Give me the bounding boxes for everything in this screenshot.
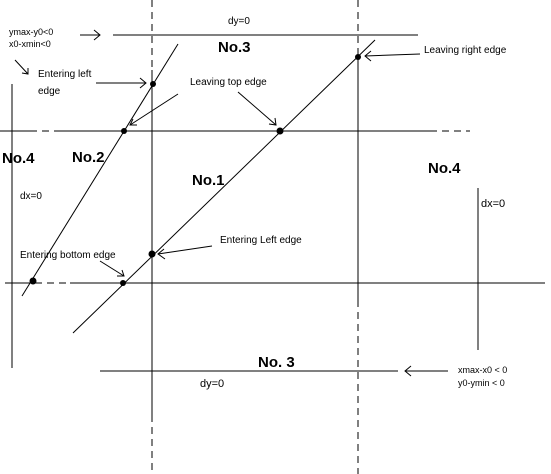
point-entering-bottom-edge	[120, 280, 126, 286]
point-leaving-right-edge	[355, 54, 361, 60]
region-label-no4-left: No.4	[2, 150, 35, 167]
point-entering-left-edge-top	[150, 81, 156, 87]
arrow-entering-bottom-edge	[99, 260, 125, 277]
condition-top-left-2: x0-xmin<0	[9, 39, 51, 49]
annotation-arrows	[14, 29, 448, 377]
arrow-leaving-right-edge	[364, 53, 421, 57]
annotation-entering-bottom-edge: Entering bottom edge	[20, 250, 116, 261]
point-leaving-top-edge	[276, 127, 284, 135]
point-left-line-top-edge	[121, 128, 127, 134]
slope-label-dy-bottom: dy=0	[200, 378, 224, 390]
region-label-no1: No.1	[192, 172, 225, 189]
condition-bottom-right-1: xmax-x0 < 0	[458, 365, 507, 375]
arrow-entering-left-edge-mid	[157, 245, 213, 255]
point-left-line-bottom	[29, 277, 37, 285]
condition-top-left-1: ymax-y0<0	[9, 27, 53, 37]
annotation-entering-left-edge-mid: Entering Left edge	[220, 235, 302, 246]
arrow-leaving-top-edge	[237, 91, 277, 126]
region-label-no3-top: No.3	[218, 39, 251, 56]
region-label-no4-right: No.4	[428, 160, 461, 177]
point-entering-left-edge-mid	[148, 250, 156, 258]
degenerate-lines	[11, 34, 479, 372]
region-label-no3-bottom: No. 3	[258, 354, 295, 371]
annotation-leaving-top-edge: Leaving top edge	[190, 77, 267, 88]
slope-label-dx-left: dx=0	[20, 191, 42, 202]
annotation-leaving-right-edge: Leaving right edge	[424, 45, 507, 56]
annotation-entering-left-edge-top-2: edge	[38, 86, 61, 97]
slope-label-dy-top: dy=0	[228, 16, 250, 27]
arrow-condition-top-left	[14, 59, 29, 75]
arrow-top-left-corner-point	[129, 93, 179, 126]
intersection-points	[29, 54, 361, 286]
slope-label-dx-right: dx=0	[481, 198, 505, 210]
region-label-no2: No.2	[72, 149, 105, 166]
annotation-entering-left-edge-top-1: Entering left	[38, 69, 92, 80]
condition-bottom-right-2: y0-ymin < 0	[458, 378, 505, 388]
